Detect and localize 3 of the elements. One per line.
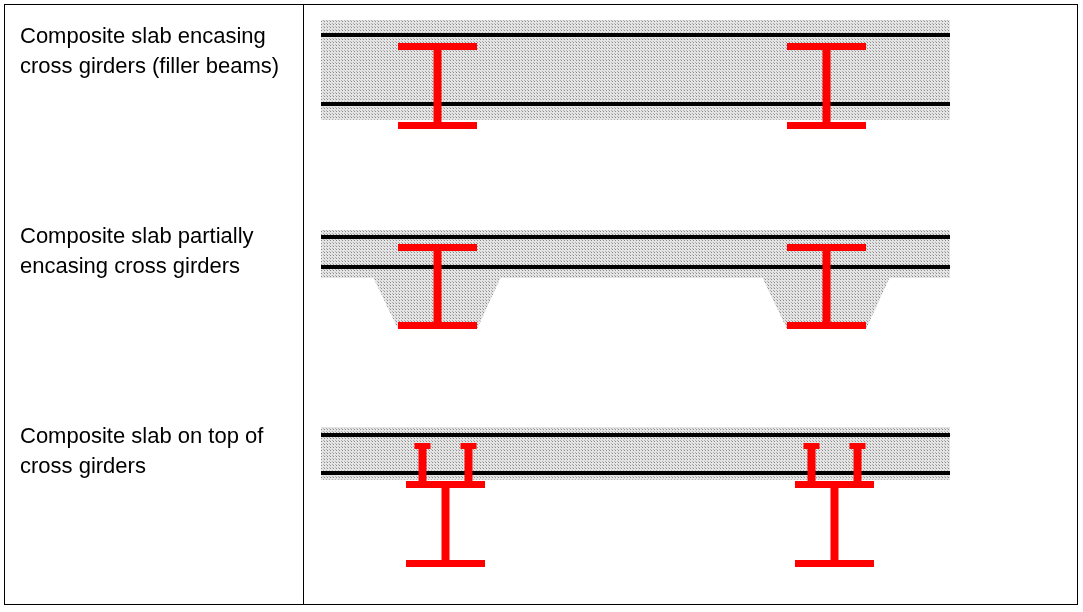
row-label: Composite slab on top of cross girders xyxy=(20,422,265,480)
row-label: Composite slab partially encasing cross girders xyxy=(20,222,255,280)
row-label: Composite slab encasing cross girders (filler beams) xyxy=(20,22,281,80)
